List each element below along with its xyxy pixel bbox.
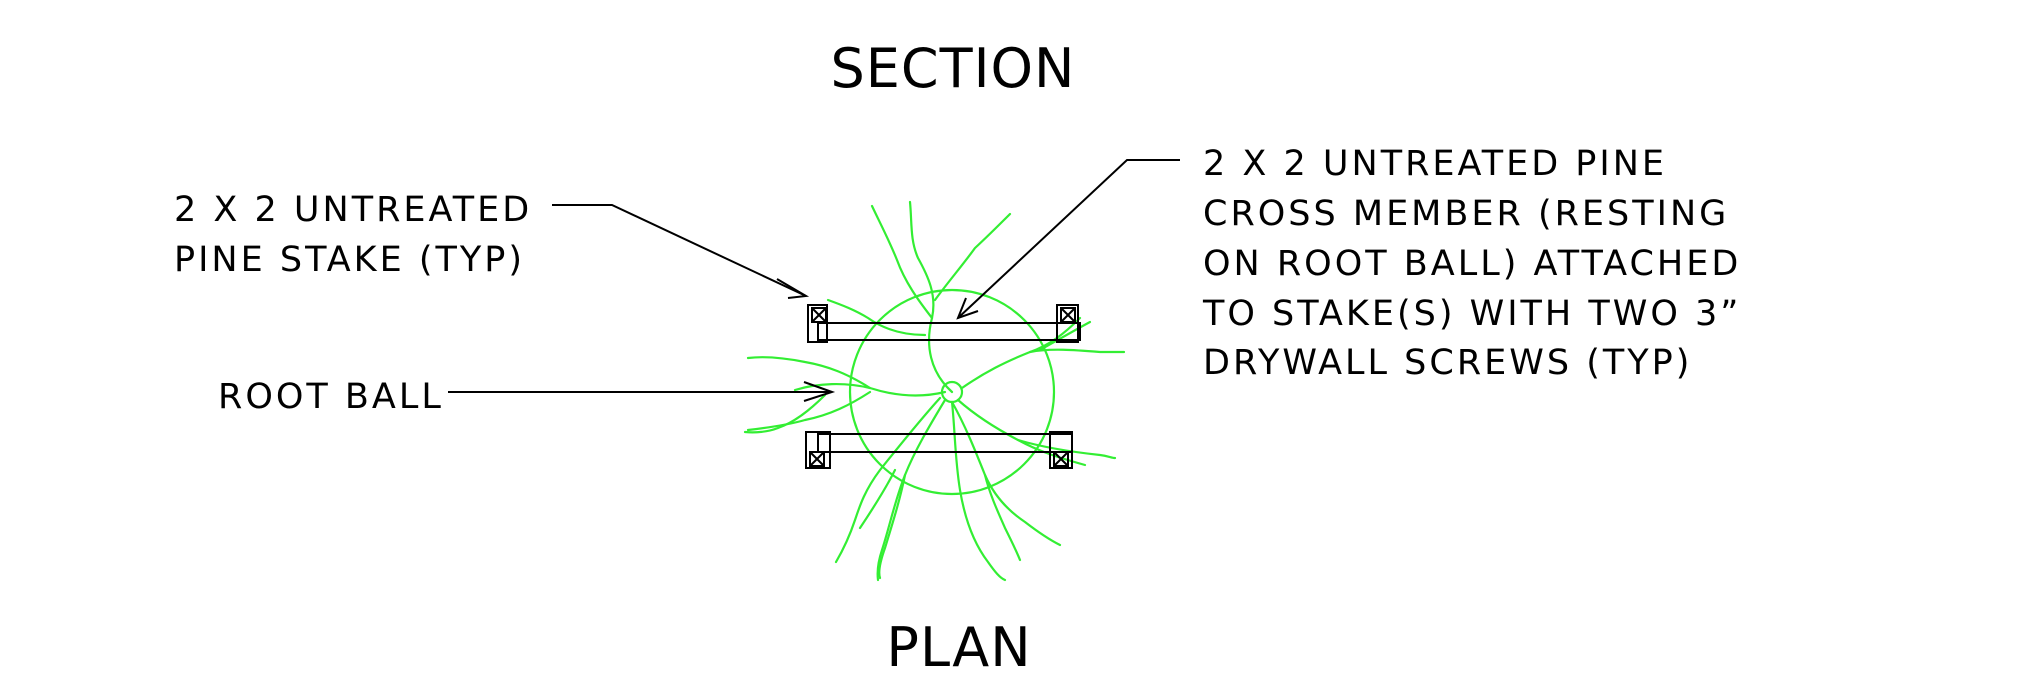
section-title: SECTION <box>831 37 1076 100</box>
root-strand <box>908 200 954 394</box>
top-cross-member <box>817 322 1081 341</box>
stake-top-right <box>1056 304 1079 343</box>
root-strand <box>826 298 927 337</box>
stake-bottom-left <box>805 431 831 469</box>
stake-bottom-right <box>1049 431 1073 469</box>
cross-member-label-line-5: DRYWALL SCREWS (TYP) <box>1203 343 1692 383</box>
root-strand <box>858 468 897 530</box>
stake-leader <box>552 204 810 299</box>
root-strand <box>950 400 1062 547</box>
root-ball-leader <box>448 381 836 402</box>
root-strand <box>933 212 1012 302</box>
stake-top-left <box>807 304 828 343</box>
root-strand <box>870 204 934 320</box>
root-strand <box>746 356 872 390</box>
cross-member-label-line-2: CROSS MEMBER (RESTING <box>1203 194 1729 234</box>
stake-label-line-1: 2 X 2 UNTREATED <box>174 190 532 230</box>
stake-label-line-2: PINE STAKE (TYP) <box>174 240 525 280</box>
root-strand <box>1028 348 1126 354</box>
root-strand <box>834 396 942 564</box>
plan-title: PLAN <box>886 616 1031 678</box>
stake-assembly <box>805 304 1081 469</box>
root-ball-label: ROOT BALL <box>218 377 444 417</box>
leaders <box>448 159 1180 402</box>
cross-member-label-line-1: 2 X 2 UNTREATED PINE <box>1203 144 1667 184</box>
stake-leader-arrowhead <box>776 278 810 299</box>
root-ball-leader-arrowhead <box>803 381 836 402</box>
root-strand <box>1038 320 1092 352</box>
cross-member-leader <box>956 159 1180 320</box>
cross-member-label-line-4: TO STAKE(S) WITH TWO 3” <box>1202 294 1741 334</box>
bottom-cross-member <box>817 433 1073 453</box>
root-strand <box>960 316 1082 390</box>
root-system <box>743 200 1126 582</box>
root-strand <box>746 390 872 432</box>
root-strand <box>878 473 907 580</box>
root-strand <box>743 393 827 434</box>
cross-member-leader-arrowhead <box>956 297 979 320</box>
cross-member-label-line-3: ON ROOT BALL) ATTACHED <box>1203 244 1741 284</box>
root-strand <box>1016 438 1117 460</box>
root-strand <box>876 398 947 582</box>
root-strand <box>983 473 1022 562</box>
root-strand <box>950 400 1007 582</box>
root-ball-outline <box>848 288 1056 496</box>
